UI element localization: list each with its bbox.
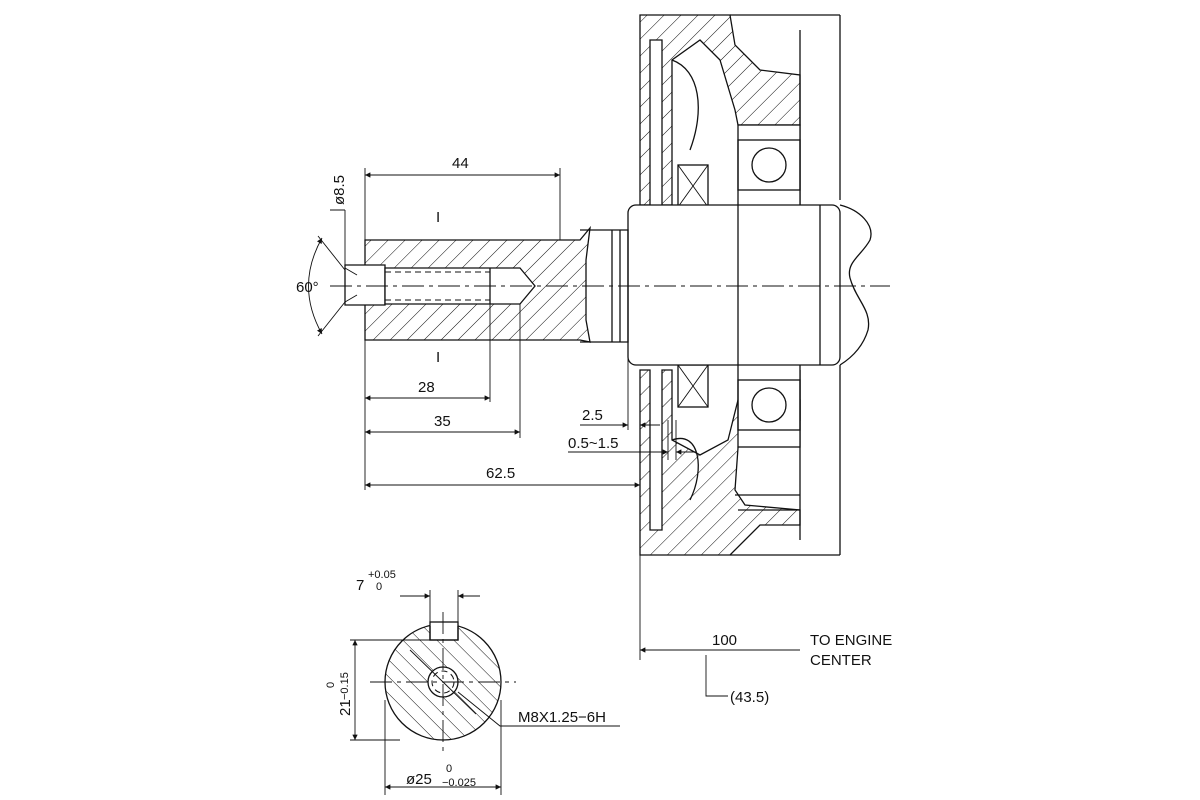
dim-dia-8-5: ø8.5 [331,175,348,205]
upper-bearing [737,124,801,211]
crankshaft [580,204,872,366]
section-mark-top: I [436,209,440,226]
section-mark-bottom: I [436,349,440,366]
dim-dia-upper: 0 [446,763,452,775]
output-shaft-section [344,225,591,343]
dim-dia-lower: −0.025 [442,777,476,789]
dimensions-main: 44 ø8.5 I I 60° 28 35 2.5 0.5~1.5 62.5 [296,155,892,706]
dim-0-5-1-5: 0.5~1.5 [568,435,618,452]
label-center: CENTER [810,652,872,669]
dim-100: 100 [712,632,737,649]
dim-28: 28 [418,379,435,396]
engine-housing [639,14,841,556]
dim-dia-25: ø25 [406,771,432,788]
shaft-cross-section: 7 +0.05 0 21 0 −0.15 ø25 0 −0.025 M8X1.2… [325,569,620,795]
label-to-engine: TO ENGINE [810,632,892,649]
dim-62-5: 62.5 [486,465,515,482]
dim-height-lower: −0.15 [339,672,351,700]
dim-2-5: 2.5 [582,407,603,424]
dim-height-upper: 0 [325,682,337,688]
dim-44: 44 [452,155,469,172]
dim-angle-60: 60° [296,279,319,296]
dim-35: 35 [434,413,451,430]
label-thread: M8X1.25−6H [518,709,606,726]
dim-43-5: (43.5) [730,689,769,706]
dim-key-upper: +0.05 [368,569,396,581]
dim-key-7: 7 [356,577,364,594]
dim-key-lower: 0 [376,581,382,593]
dim-height-21: 21 [337,699,354,716]
lower-bearing [737,361,801,448]
